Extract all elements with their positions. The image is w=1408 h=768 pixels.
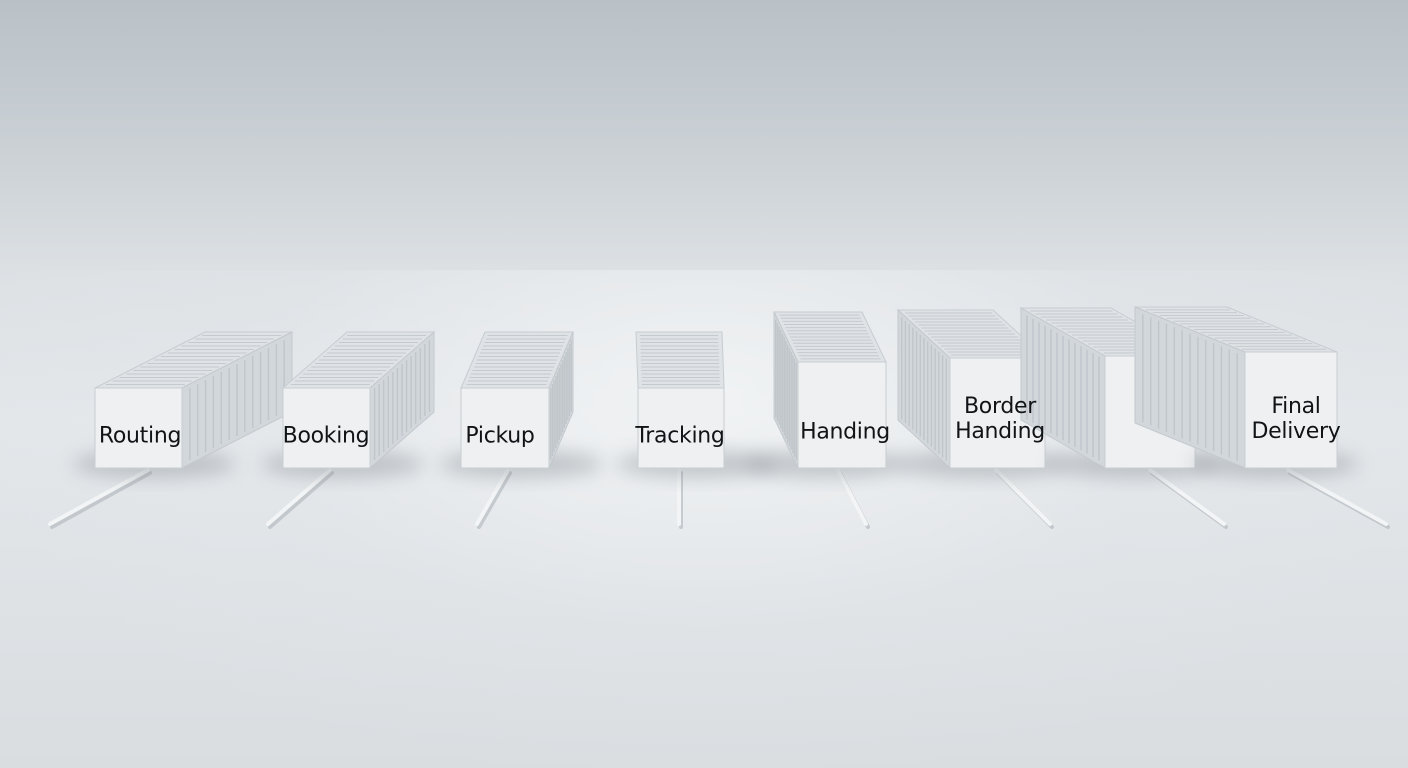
front-face-pickup [460,387,550,469]
rail-handing [836,468,868,526]
rail-shadow-booking [268,471,334,529]
rail-unlabeled [1148,468,1226,526]
rail-pickup [475,468,510,526]
stage-label-border-handing: Border Handing [955,394,1045,444]
stage-label-pickup: Pickup [465,423,535,449]
stage-label-routing: Routing [98,423,182,449]
front-face-final-delivery [1244,351,1338,469]
rail-booking [266,468,332,526]
stage-label-tracking: Tracking [635,423,725,449]
stage-label-final-delivery: Final Delivery [1251,394,1341,444]
front-face-tracking [637,387,725,469]
rail-shadow-routing [50,471,152,529]
front-face-handing [797,361,887,469]
rail-routing [48,468,150,526]
stage-label-booking: Booking [282,423,370,449]
front-face-routing [94,387,183,469]
rail-border-handing [994,468,1052,526]
rail-shadow-pickup [477,471,512,529]
stage-label-handing: Handing [800,419,890,445]
front-face-booking [282,387,371,469]
rail-final-delivery [1286,468,1388,526]
